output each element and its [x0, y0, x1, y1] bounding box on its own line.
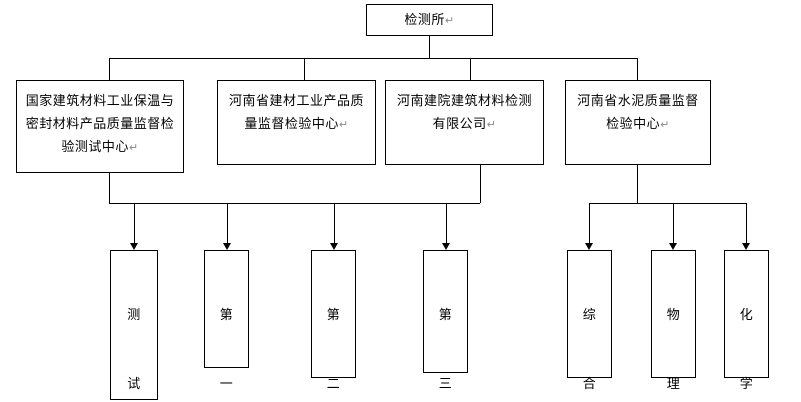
connector-root-stem: [429, 36, 430, 59]
arrowhead-leaf-5: [585, 243, 593, 250]
vchar: 二: [326, 377, 341, 392]
arrowhead-leaf-4: [442, 243, 450, 250]
connector-level1-bus: [109, 58, 638, 59]
connector-drop-division-4: [637, 58, 638, 80]
vchar: 第: [438, 308, 453, 323]
node-root-label: 检测所↵: [404, 12, 455, 28]
node-leaf-2-label: 第 一 检 验 室↵: [205, 258, 248, 402]
node-leaf-7-label: 化 学 分 析 室↵: [725, 258, 768, 402]
node-division-henan-cement-quality-center[interactable]: 河南省水泥质量监督检验中心↵: [565, 80, 711, 165]
node-leaf-testing-office[interactable]: 测 试 所 办 公 室↵: [110, 250, 158, 400]
node-leaf-chemical-analysis-room[interactable]: 化 学 分 析 室↵: [724, 250, 769, 392]
connector-drop-division-1: [109, 58, 110, 80]
vchar: 测: [127, 308, 141, 323]
vchar: 理: [666, 377, 681, 392]
connector-drop-leaf-1: [134, 203, 135, 243]
node-leaf-third-inspection-room[interactable]: 第 三 检 验 室↵: [423, 250, 468, 392]
connector-drop-leaf-7: [746, 203, 747, 243]
vchar: 化: [739, 308, 754, 323]
node-division-3-label: 河南建院建筑材料检测有限公司↵: [396, 94, 532, 132]
node-leaf-4-label: 第 三 检 验 室↵: [424, 258, 467, 402]
arrowhead-leaf-7: [742, 243, 750, 250]
node-division-4-label: 河南省水泥质量监督检验中心↵: [577, 94, 699, 132]
node-leaf-6-label: 物 理 室↵: [652, 258, 695, 402]
vchar: 学: [739, 377, 754, 392]
node-leaf-3-label: 第 二 检 验 室↵: [312, 258, 355, 402]
connector-drop-leaf-5: [589, 203, 590, 243]
vchar: 合: [582, 377, 597, 392]
connector-drop-leaf-6: [673, 203, 674, 243]
paragraph-mark-icon: ↵: [660, 118, 670, 131]
vchar: 物: [666, 308, 681, 323]
connector-drop-leaf-4: [446, 203, 447, 243]
node-division-1-label: 国家建筑材料工业保温与密封材料产品质量监督检验测试中心↵: [25, 94, 175, 155]
node-root-inspection-institute[interactable]: 检测所↵: [366, 4, 493, 36]
paragraph-mark-icon: ↵: [128, 141, 139, 154]
node-leaf-first-inspection-room[interactable]: 第 一 检 验 室↵: [204, 250, 249, 392]
connector-drop-leaf-3: [334, 203, 335, 243]
arrowhead-leaf-2: [223, 243, 231, 250]
node-leaf-5-label: 综 合 室↵: [568, 258, 611, 402]
connector-stem-division-3-down: [480, 165, 481, 203]
node-leaf-1-label: 测 试 所 办 公 室↵: [111, 258, 157, 402]
node-division-2-label: 河南省建材工业产品质量监督检验中心↵: [228, 94, 364, 132]
connector-stem-division-4-down: [637, 165, 638, 203]
vchar: 综: [582, 308, 597, 323]
vchar: 三: [438, 377, 453, 392]
connector-drop-leaf-2: [227, 203, 228, 243]
paragraph-mark-icon: ↵: [338, 118, 349, 131]
vchar: 试: [127, 377, 141, 392]
node-leaf-general-affairs-room[interactable]: 综 合 室↵: [567, 250, 612, 392]
connector-level2-bus-right: [589, 203, 747, 204]
node-division-henan-building-materials-center[interactable]: 河南省建材工业产品质量监督检验中心↵: [217, 80, 376, 165]
arrowhead-leaf-6: [669, 243, 677, 250]
vchar: 第: [219, 308, 234, 323]
paragraph-mark-icon: ↵: [444, 13, 455, 27]
node-division-henan-jianyuan-testing-company[interactable]: 河南建院建筑材料检测有限公司↵: [385, 80, 544, 165]
connector-drop-division-3: [470, 58, 471, 80]
connector-stem-division-1-down: [109, 173, 110, 203]
arrowhead-leaf-3: [330, 243, 338, 250]
node-leaf-second-inspection-room[interactable]: 第 二 检 验 室↵: [311, 250, 356, 392]
node-leaf-physics-room[interactable]: 物 理 室↵: [651, 250, 696, 392]
node-division-national-insulation-center[interactable]: 国家建筑材料工业保温与密封材料产品质量监督检验测试中心↵: [16, 80, 184, 173]
arrowhead-leaf-1: [130, 243, 138, 250]
connector-drop-division-2: [304, 58, 305, 80]
connector-level2-bus-left: [109, 203, 480, 204]
vchar: 第: [326, 308, 341, 323]
paragraph-mark-icon: ↵: [486, 118, 497, 131]
vchar: 一: [219, 377, 234, 392]
